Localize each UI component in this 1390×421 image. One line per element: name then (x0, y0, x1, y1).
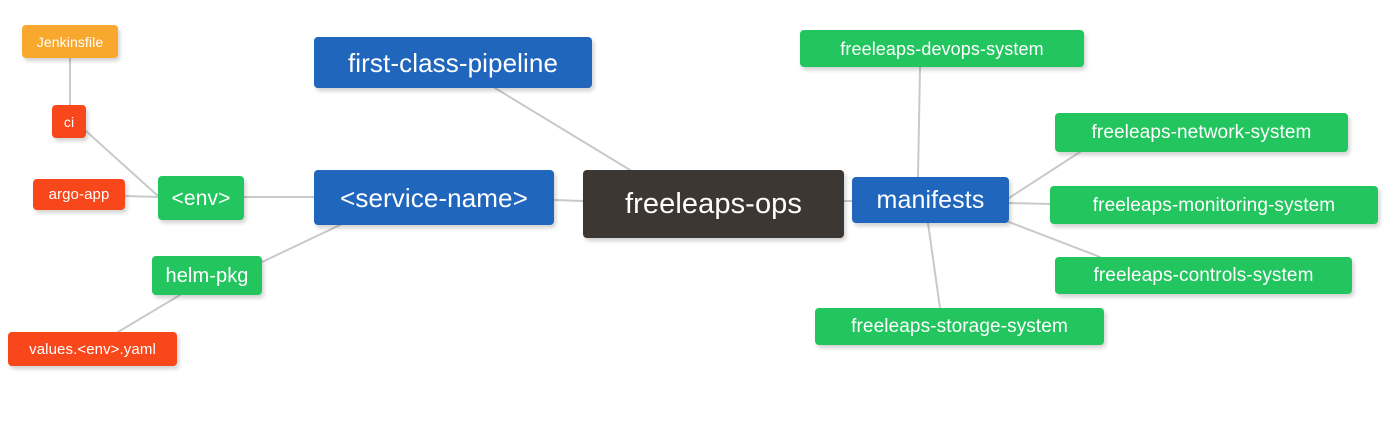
node-manifests[interactable]: manifests (852, 177, 1009, 223)
node-label-monitoring-system: freeleaps-monitoring-system (1092, 194, 1336, 216)
node-argo-app[interactable]: argo-app (33, 179, 125, 210)
edge-service-name-ops (553, 199, 584, 202)
node-storage-system[interactable]: freeleaps-storage-system (815, 308, 1104, 345)
edge-helm-pkg-service-name (261, 224, 341, 263)
edge-manifests-storage (927, 222, 941, 309)
node-label-helm-pkg: helm-pkg (165, 264, 249, 287)
node-controls-system[interactable]: freeleaps-controls-system (1055, 257, 1352, 294)
edge-manifests-controls (1008, 221, 1101, 258)
edge-manifests-devops (917, 66, 921, 178)
edge-pipeline-ops (494, 87, 631, 171)
node-jenkinsfile[interactable]: Jenkinsfile (22, 25, 118, 58)
node-ci[interactable]: ci (52, 105, 86, 138)
edge-argo-app-env (124, 195, 159, 198)
node-label-first-class-pipeline: first-class-pipeline (347, 47, 559, 78)
node-label-jenkinsfile: Jenkinsfile (36, 33, 104, 50)
node-env[interactable]: <env> (158, 176, 244, 220)
node-first-class-pipeline[interactable]: first-class-pipeline (314, 37, 592, 88)
node-monitoring-system[interactable]: freeleaps-monitoring-system (1050, 186, 1378, 224)
node-helm-pkg[interactable]: helm-pkg (152, 256, 262, 295)
edge-manifests-monitoring (1008, 202, 1051, 205)
node-label-argo-app: argo-app (48, 186, 110, 203)
node-network-system[interactable]: freeleaps-network-system (1055, 113, 1348, 152)
node-label-env: <env> (171, 186, 231, 210)
node-label-devops-system: freeleaps-devops-system (840, 38, 1044, 59)
node-label-network-system: freeleaps-network-system (1091, 122, 1312, 143)
node-label-freeleaps-ops: freeleaps-ops (624, 187, 802, 220)
node-label-ci: ci (63, 113, 75, 130)
node-label-storage-system: freeleaps-storage-system (851, 316, 1068, 337)
node-label-controls-system: freeleaps-controls-system (1093, 265, 1314, 286)
node-freeleaps-ops[interactable]: freeleaps-ops (583, 170, 844, 238)
node-label-values: values.<env>.yaml (29, 340, 156, 358)
node-values[interactable]: values.<env>.yaml (8, 332, 177, 366)
node-label-manifests: manifests (876, 185, 985, 214)
node-label-service-name: <service-name> (340, 182, 528, 213)
node-devops-system[interactable]: freeleaps-devops-system (800, 30, 1084, 67)
edge-values-helm-pkg (117, 294, 181, 333)
node-service-name[interactable]: <service-name> (314, 170, 554, 225)
